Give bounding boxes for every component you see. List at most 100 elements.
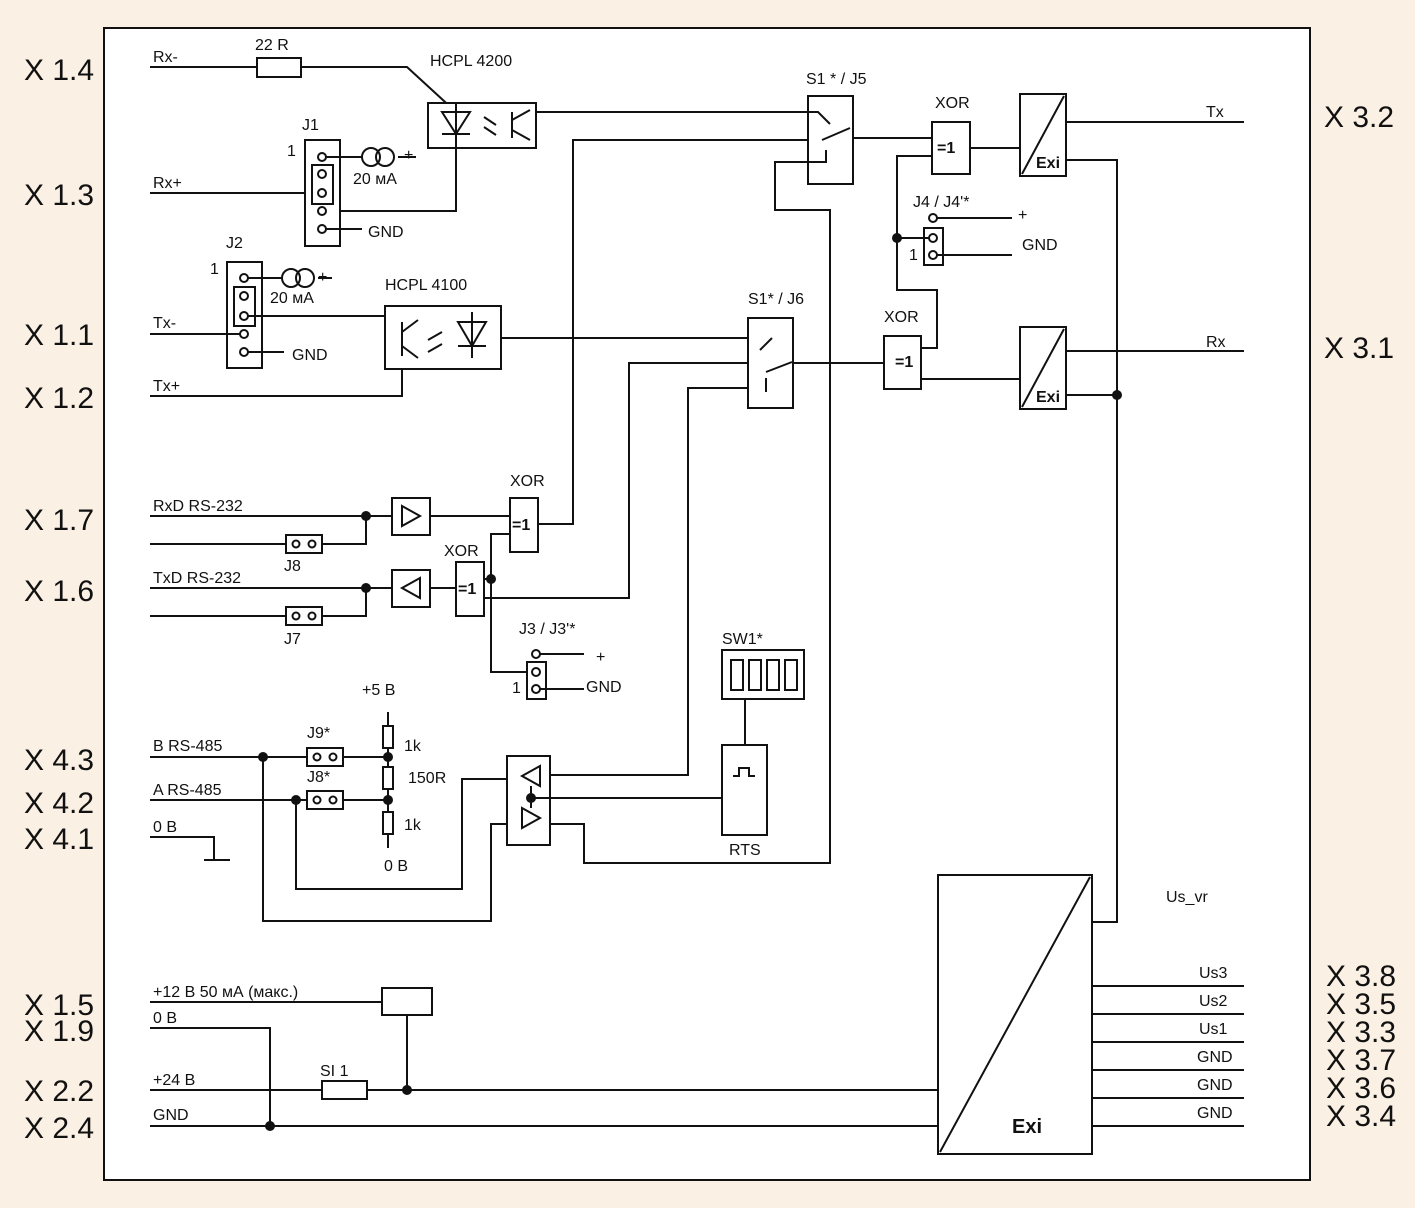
wire-zero-v-ground [150,836,230,861]
wire-txd-j7 [150,588,367,617]
current-source-j2-icon [281,268,301,288]
junction-j4 [892,233,902,243]
regulator-12v [381,987,433,1016]
label-j3-pin1: 1 [512,680,521,697]
jumper-j8 [285,534,323,554]
j1-pin-3 [317,188,327,198]
j2-pin-1 [239,273,249,283]
wire-s1j5-to-rxd-xor [538,139,808,525]
label-us1: Us1 [1199,1021,1228,1038]
label-a485: A RS-485 [153,782,222,799]
j9-pin-b [328,752,338,762]
j1-pin-1 [317,152,327,162]
port-x4-2: X 4.2 [24,787,94,820]
port-x1-5: X 1.5 [24,989,94,1022]
wire-s1j6-to-485 [550,387,748,776]
port-x3-6: X 3.6 [1326,1072,1396,1105]
label-rx-minus: Rx- [153,49,178,66]
port-x4-3: X 4.3 [24,744,94,777]
sw1-bit-2 [748,659,762,691]
wire-a485-transceiver [295,778,507,890]
jumper-j2-link [233,286,256,327]
label-rx-plus: Rx+ [153,175,182,192]
exi-power-label: Exi [1012,1116,1042,1138]
current-source-j1-icon [361,147,381,167]
port-x2-4: X 2.4 [24,1112,94,1145]
wire-rxd-j8 [150,516,367,545]
wire-xor-tx-j4 [896,155,938,349]
label-s1-j6: S1* / J6 [748,291,804,308]
port-x1-9: X 1.9 [24,1015,94,1048]
label-rxd: RxD RS-232 [153,498,243,515]
label-txd: TxD RS-232 [153,570,241,587]
j9-pin-a [312,752,322,762]
label-p24: +24 B [153,1072,195,1089]
rts-pulse-icon [733,767,755,777]
label-j1-gnd: GND [368,224,404,241]
label-j3: J3 / J3'* [519,621,575,638]
label-gnd-power: GND [153,1107,189,1124]
buffer-rxd-icon [401,504,423,528]
label-tx-plus: Tx+ [153,378,180,395]
j8-pin-b [307,539,317,549]
resistor-150r [382,766,394,790]
rts-controller [721,744,768,836]
wire-tx-minus [150,315,385,335]
port-x4-1: X 4.1 [24,823,94,856]
schematic-frame [103,27,1311,1181]
label-j7: J7 [284,631,301,648]
label-j2: J2 [226,235,243,252]
power-isolator-diagonal [939,876,1091,1153]
junction-xor-j3 [486,574,496,584]
port-x2-2: X 2.2 [24,1075,94,1108]
power-section: +12 B 50 мА (макс.) 0 B +24 B SI 1 GND E… [150,874,1244,1155]
label-rts: RTS [729,842,761,859]
label-s1-j5: S1 * / J5 [806,71,867,88]
label-j1: J1 [302,117,319,134]
j4-pin-mid [928,233,938,243]
switch-section: S1 * / J5 S1* / J6 [484,71,932,864]
jumper-j1-link [311,164,334,205]
label-r1k-top: 1k [404,738,422,755]
label-us-vr: Us_vr [1166,889,1208,906]
j8-pin-a [291,539,301,549]
j3-pin-bot [531,684,541,694]
label-xor-rxd: XOR [510,473,545,490]
buffer-txd [391,569,431,608]
label-zero-v: 0 B [153,819,177,836]
rx-current-loop-section: Rx- Rx+ 22 R HCPL 4200 J1 1 20 мА + GND [150,37,808,247]
switch-sw1 [721,649,805,700]
xor-rx-symbol: =1 [895,354,913,371]
current-source-j1-icon-b [375,147,395,167]
label-p12: +12 B 50 мА (макс.) [153,984,298,1001]
label-si1: SI 1 [320,1063,349,1080]
wire-zero-v-power [150,1027,271,1126]
j1-pin-5 [317,224,327,234]
wire-power-outputs [1092,985,1244,1127]
label-gnd-out-1: GND [1197,1049,1233,1066]
diode-icon [440,103,472,148]
label-j4-pin1: 1 [909,247,918,264]
label-xor-rx: XOR [884,309,919,326]
label-gnd-out-2: GND [1197,1077,1233,1094]
label-p5v: +5 B [362,682,395,699]
wire-rx-minus [150,66,457,113]
label-tx-out: Tx [1206,104,1224,121]
wire-b485-transceiver [262,757,507,922]
xor-gate-rxd [509,497,539,553]
j4-pin-top [928,213,938,223]
label-tx-minus: Tx- [153,315,176,332]
label-hcpl4200: HCPL 4200 [430,53,512,70]
label-xor-txd: XOR [444,543,479,560]
label-j2-gnd: GND [292,347,328,364]
label-xor-tx: XOR [935,95,970,112]
label-rx-out: Rx [1206,334,1226,351]
tx-current-loop-section: J2 1 20 мА + GND HCPL 4100 Tx- Tx+ [150,235,748,397]
j8s-pin-a [312,795,322,805]
sw1-bit-4 [784,659,798,691]
wire-s1j6-to-txd-xor [484,362,748,599]
xor-gate-txd [455,561,485,617]
j3-pin-top [531,649,541,659]
label-us3: Us3 [1199,965,1228,982]
optocoupler-hcpl4200 [427,102,537,149]
